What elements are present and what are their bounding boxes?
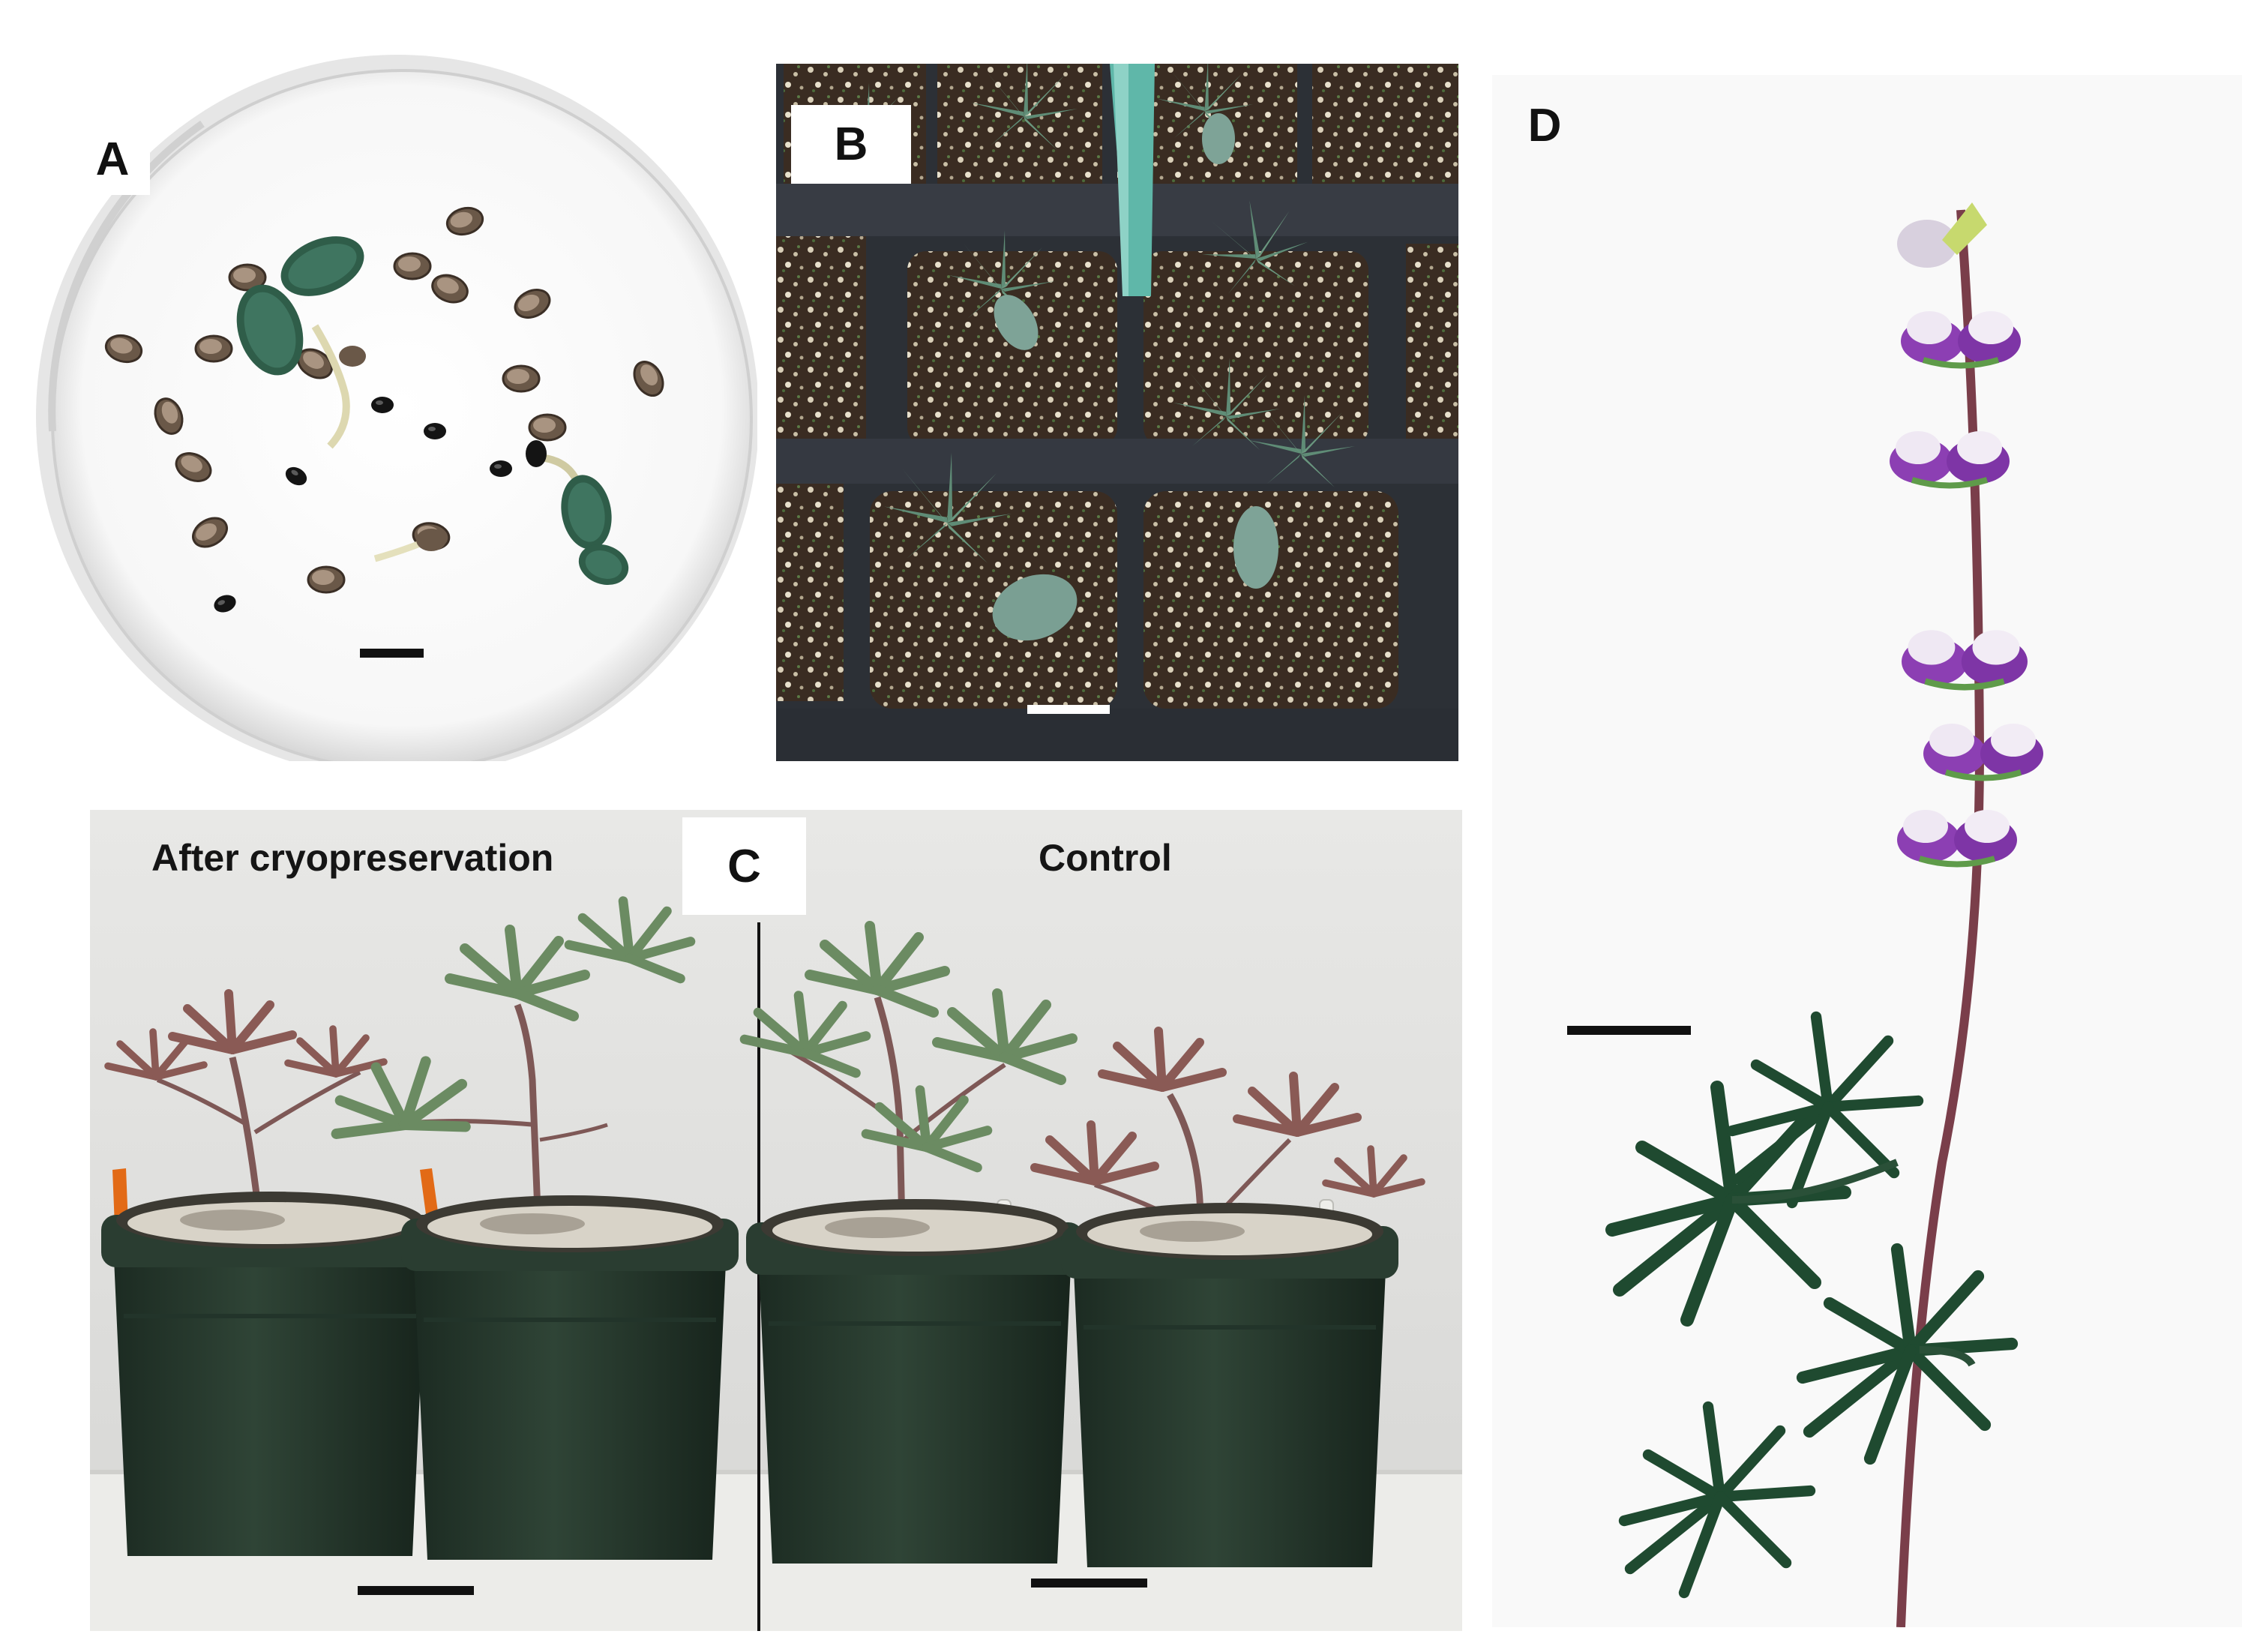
seedling-1: [236, 236, 366, 449]
flower-spike: [1890, 202, 2043, 865]
foliage: [1612, 1017, 2012, 1593]
scale-bar-a: [360, 649, 424, 658]
flowering-plant-photo: [1492, 202, 2242, 1627]
scale-bar-c-left: [358, 1586, 474, 1595]
seedling-2: [526, 440, 629, 586]
caption-after-cryopreservation: After cryopreservation: [151, 837, 554, 879]
scale-bar-c-right: [1031, 1579, 1147, 1588]
caption-control: Control: [1039, 837, 1172, 879]
panel-d-flowering-plant: D: [1492, 75, 2242, 1627]
tray-seedlings: [824, 64, 1355, 641]
scale-bar-d: [1567, 1026, 1691, 1035]
panel-d-label: D: [1527, 100, 1562, 151]
panel-b-seedling-tray: B: [776, 64, 1458, 761]
panel-b-label: B: [791, 105, 911, 184]
panel-c-label: C: [682, 817, 806, 915]
panel-a-petri-dish: A: [22, 41, 757, 761]
petri-dish-photo: [36, 55, 757, 761]
potted-plants-photo: [90, 810, 1462, 1631]
panel-c-potted-plants: After cryopreservation C Control: [90, 810, 1462, 1631]
seedling-3: [373, 529, 446, 562]
panel-a-label: A: [75, 124, 150, 195]
scale-bar-b: [1027, 705, 1110, 714]
